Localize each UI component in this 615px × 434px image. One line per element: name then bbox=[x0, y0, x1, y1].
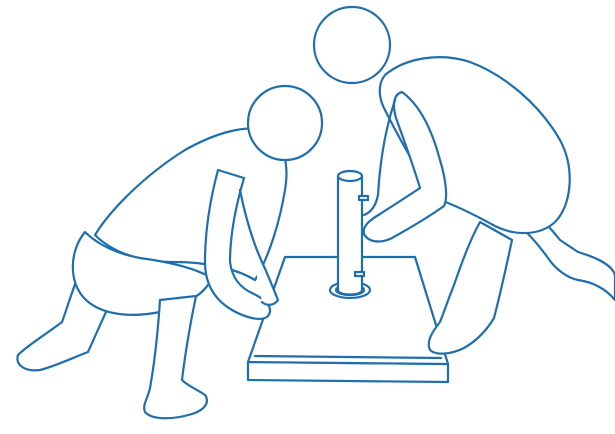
right-person-head bbox=[314, 7, 390, 83]
post-top-cap bbox=[338, 171, 362, 181]
post-upper-pin bbox=[359, 196, 368, 200]
left-person-front-leg bbox=[144, 296, 207, 418]
right-person-front-leg bbox=[429, 222, 512, 354]
post-lower-pin bbox=[355, 272, 364, 276]
left-person-head bbox=[248, 86, 322, 160]
base-front-face bbox=[248, 362, 448, 382]
